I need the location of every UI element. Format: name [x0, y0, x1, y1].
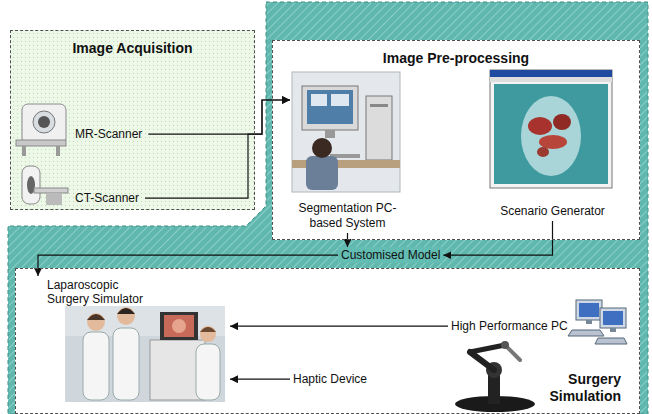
simulator-box: Laparoscopic Surgery Simulator [30, 276, 230, 404]
connector-arrow [443, 221, 552, 255]
device-label: CT-Scanner [72, 190, 142, 206]
segmentation-workstation-picture [331, 94, 349, 106]
simulator-photo [117, 307, 135, 325]
scenario-generator-screenshot [528, 117, 552, 135]
node-label: Haptic Device [293, 372, 367, 386]
pc-icon [576, 300, 602, 320]
scenario-generator-screenshot [490, 70, 612, 188]
region-title: Surgery Simulation [529, 371, 621, 405]
preprocessing-ground [272, 40, 640, 240]
pc-icon [579, 303, 599, 317]
pc-icon [600, 308, 626, 328]
region-panel: MR-ScannerCT-Scanner Image Acquisition [10, 30, 255, 210]
node-label: Laparoscopic Surgery Simulator [44, 276, 160, 309]
simulator-photo [196, 344, 220, 400]
connector-arrow [230, 379, 290, 380]
simulator-photo [87, 313, 105, 331]
node-label: Segmentation PC-based System [290, 199, 405, 232]
device-label: MR-Scanner [72, 126, 145, 142]
ct-scanner-picture [46, 193, 62, 205]
device-label: High Performance PC [448, 318, 571, 334]
mr-scanner-picture [38, 116, 50, 128]
simulator-photo [65, 306, 225, 402]
segmentation-workstation-picture [307, 90, 353, 124]
simulator-photo [65, 306, 225, 336]
ct-scanner-picture [22, 166, 40, 204]
connector-arrow [148, 100, 290, 134]
node-label: Scenario Generator [497, 202, 608, 220]
software-box: Scenario Generator [490, 70, 615, 220]
segmentation-workstation-picture [306, 156, 338, 190]
segmentation-workstation-picture [370, 104, 388, 107]
simulator-photo [117, 308, 135, 314]
scenario-generator-screenshot [521, 96, 581, 176]
pc-icon [595, 338, 627, 344]
simulator-photo [83, 332, 109, 400]
mr-scanner-picture [56, 146, 60, 156]
simulator-photo [164, 315, 194, 337]
mr-scanner-picture [33, 111, 55, 133]
workstation-box: Segmentation PC-based System [290, 72, 405, 232]
region-title: Image Pre-processing [273, 41, 639, 67]
teal-band [8, 2, 648, 414]
pc-icon [568, 330, 604, 336]
node-label: CT-Scanner [75, 191, 139, 205]
pc-icon [568, 300, 627, 344]
segmentation-workstation-picture [325, 130, 335, 138]
region-title: Image Acquisition [11, 31, 254, 57]
model-label: Customised Model [338, 247, 443, 263]
segmentation-workstation-picture [292, 72, 400, 192]
simulator-photo [87, 314, 105, 320]
device-label: Haptic Device [290, 371, 370, 387]
connector-arrow [145, 100, 290, 198]
node-label: High Performance PC [451, 319, 568, 333]
node-label: MR-Scanner [75, 127, 142, 141]
pc-icon [610, 328, 616, 332]
ct-scanner-picture [22, 166, 68, 205]
haptic-device-picture [470, 345, 505, 352]
scenario-generator-screenshot [490, 70, 612, 77]
acquisition-ground [10, 30, 255, 210]
connector-arrow [230, 326, 448, 327]
segmentation-workstation-picture [302, 86, 358, 130]
simulator-photo [200, 326, 216, 342]
segmentation-workstation-picture [292, 72, 400, 192]
simulator-photo [65, 306, 225, 402]
pc-icon [603, 311, 623, 325]
scenario-generator-screenshot [490, 77, 612, 82]
node-label: Customised Model [341, 248, 440, 262]
connector-arrow [38, 255, 338, 276]
haptic-device-picture [455, 341, 535, 412]
ct-scanner-picture [34, 188, 68, 193]
mr-scanner-picture [22, 104, 66, 144]
region-panel: Laparoscopic Surgery SimulatorHigh Perfo… [15, 268, 640, 414]
scenario-generator-screenshot [553, 114, 571, 130]
connector-arrow [347, 233, 348, 247]
scenario-generator-screenshot [539, 135, 567, 149]
haptic-device-picture [501, 341, 509, 349]
simulator-photo [200, 327, 216, 332]
simulation-ground [15, 268, 640, 414]
segmentation-workstation-picture [311, 94, 327, 106]
simulator-photo [113, 328, 139, 400]
simulator-photo [172, 319, 186, 333]
haptic-device-picture [470, 352, 494, 370]
simulator-photo [160, 312, 198, 340]
mr-scanner-picture [16, 104, 66, 156]
region-panel: Segmentation PC-based System Scenario Gen… [272, 40, 640, 240]
scenario-generator-screenshot [494, 84, 608, 184]
scenario-generator-screenshot [537, 147, 549, 157]
segmentation-workstation-picture [312, 138, 332, 158]
scenario-generator-screenshot [490, 70, 612, 188]
mr-scanner-picture [22, 146, 26, 156]
pc-icon [586, 320, 592, 324]
mr-scanner-picture [16, 140, 66, 146]
segmentation-workstation-picture [366, 96, 392, 160]
